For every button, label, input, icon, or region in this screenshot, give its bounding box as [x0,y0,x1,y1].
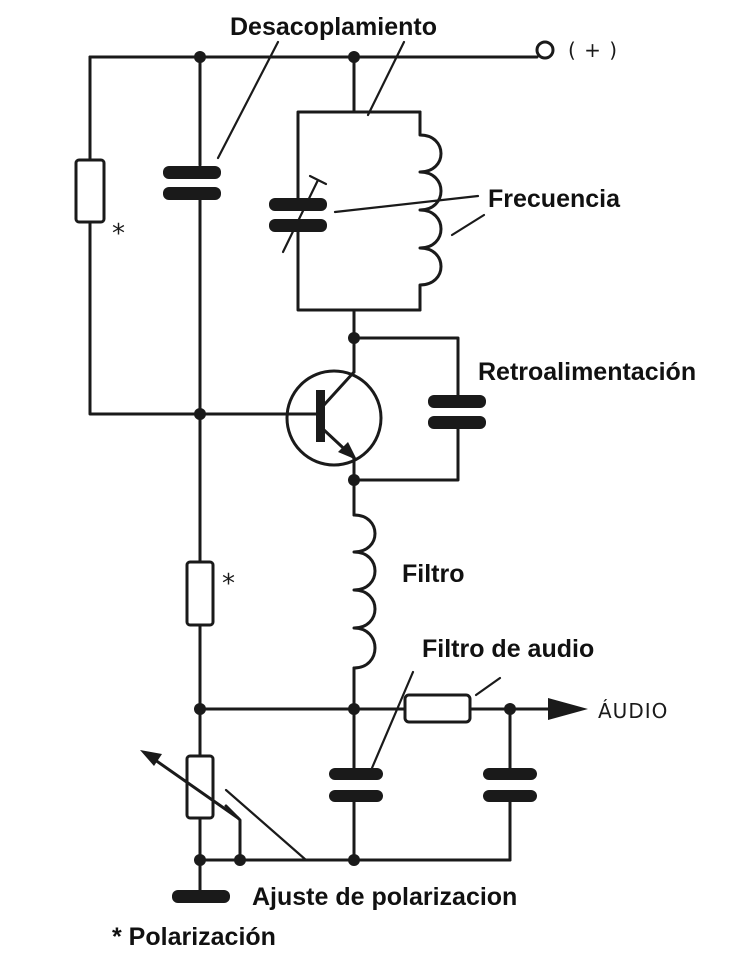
positive-terminal-icon[interactable] [535,40,555,60]
tank-box-wire [296,110,422,340]
upper-bias-marker: * [112,219,125,249]
filter-choke [352,513,377,670]
label-filtro: Filtro [402,560,465,588]
label-filtro-de-audio: Filtro de audio [422,635,594,663]
label-desacoplamiento: Desacoplamiento [230,13,437,41]
ground-icon [172,890,230,903]
lower-bias-resistor [185,560,215,627]
label-polarizacion-note: * Polarización [112,923,276,951]
pot-wiper-wire [224,804,242,862]
audio-output-arrow-icon [546,698,588,720]
label-retroalimentacion: Retroalimentación [478,358,696,386]
feedback-wire [352,336,460,482]
transistor [285,369,383,467]
decoupling-capacitor [163,166,221,200]
tank-inductor [418,110,443,312]
audio-output-label: ÁUDIO [598,699,668,723]
left-bias-wire [88,55,292,416]
output-capacitor [483,768,537,802]
junction-dots [194,51,516,866]
wires [88,55,550,895]
bias-potentiometer[interactable] [140,750,240,820]
label-frecuencia: Frecuencia [488,185,621,213]
tank-trimmer-capacitor [269,174,328,254]
audio-filter-capacitor [329,768,383,802]
audio-filter-resistor [403,693,472,724]
lower-bias-marker: * [222,569,235,599]
feedback-capacitor [428,395,486,429]
positive-terminal-label: ( + ) [568,38,618,62]
upper-bias-resistor [74,158,106,224]
leader-lines [216,40,502,862]
label-ajuste-de-polarizacion: Ajuste de polarizacion [252,883,517,911]
